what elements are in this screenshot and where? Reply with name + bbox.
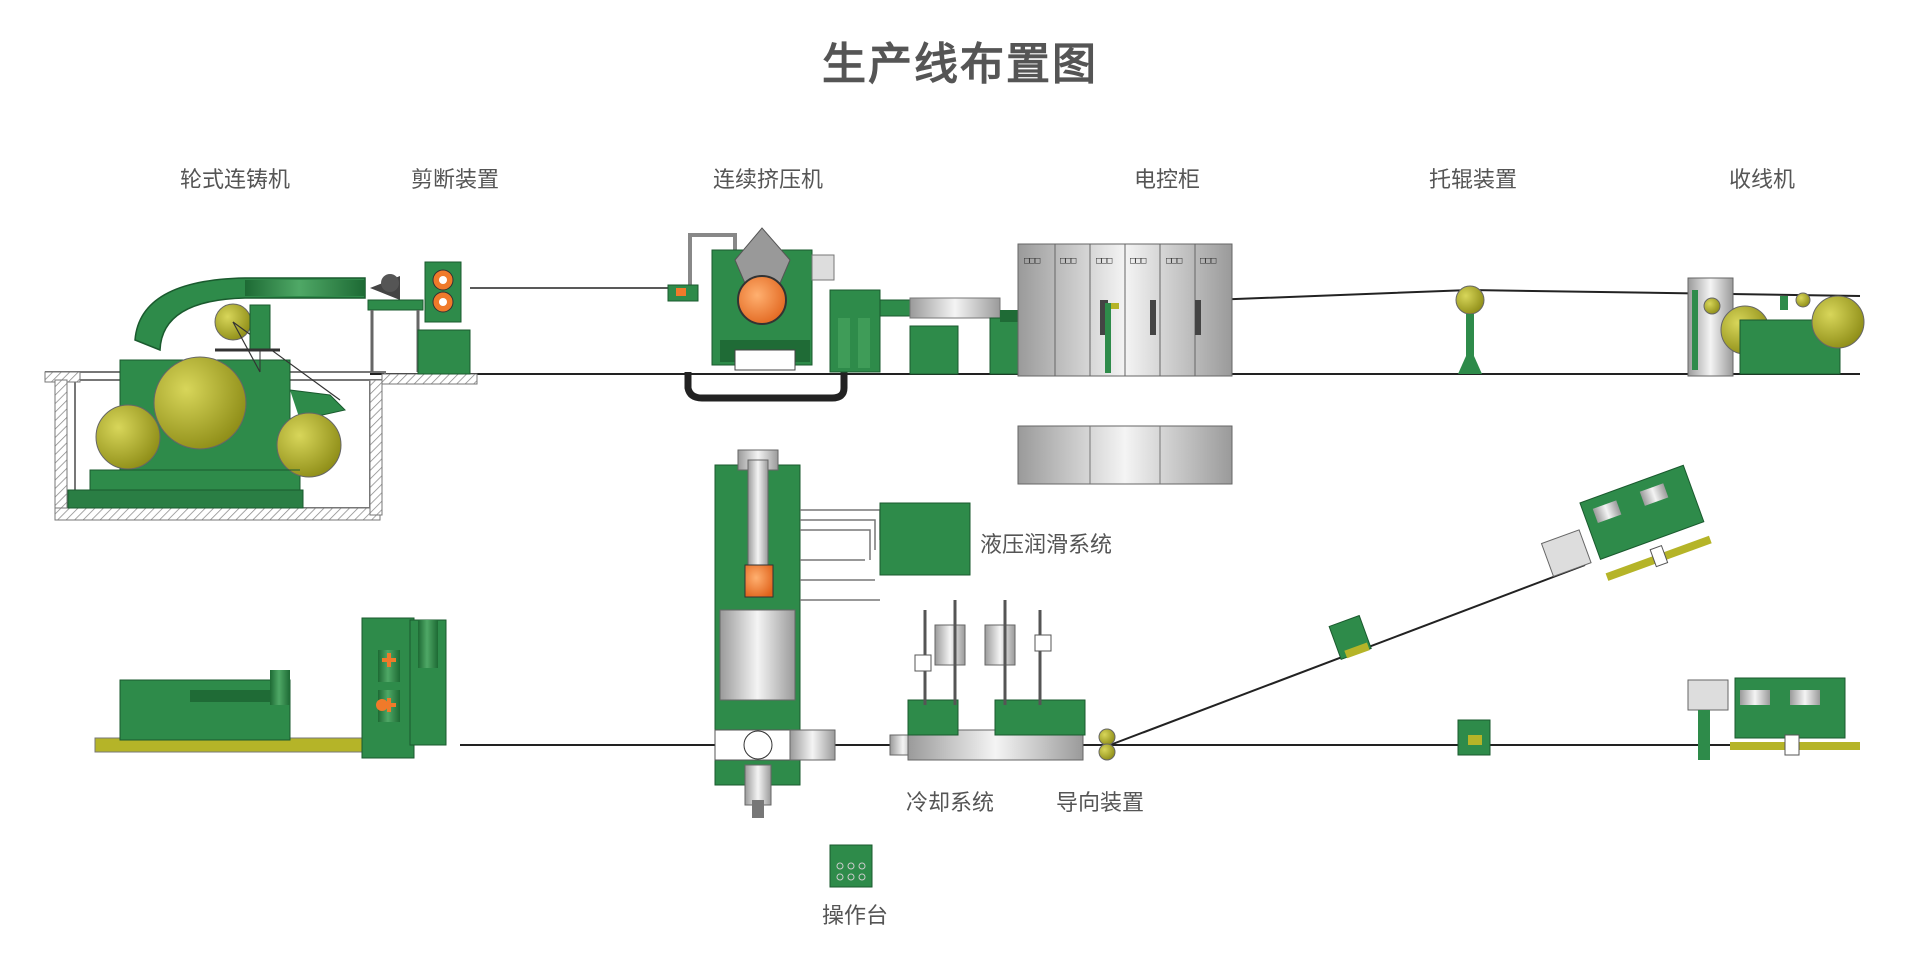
extruder-plan xyxy=(714,449,971,818)
winder-machine xyxy=(1687,277,1865,377)
extruder-machine xyxy=(667,227,917,402)
label-cabinet: 电控柜 xyxy=(1133,168,1201,193)
page-title: 生产线布置图 xyxy=(822,39,1098,90)
console-plan xyxy=(829,844,873,888)
svg-text:□□□: □□□ xyxy=(1166,256,1183,266)
label-hydraulic: 液压润滑系统 xyxy=(980,533,1113,558)
label-console: 操作台 xyxy=(821,904,889,929)
bottom-production-line xyxy=(94,449,1860,888)
svg-text:□□□: □□□ xyxy=(1096,256,1113,266)
label-caster: 轮式连铸机 xyxy=(179,168,291,193)
label-shear: 剪断装置 xyxy=(410,168,500,193)
cooling-plan xyxy=(889,600,1116,761)
shear-device xyxy=(367,261,471,375)
label-roller: 托辊装置 xyxy=(1428,168,1518,193)
label-guide: 导向装置 xyxy=(1055,791,1145,816)
roller-device xyxy=(1455,285,1485,374)
cabinet-top: □□□ □□□ □□□ □□□ □□□ □□□ xyxy=(909,243,1233,377)
label-winder: 收线机 xyxy=(1728,168,1796,193)
inclined-winder xyxy=(1540,464,1712,581)
winder-plan xyxy=(1687,677,1860,760)
cabinet-panel xyxy=(1017,425,1233,485)
caster-machine xyxy=(44,277,478,521)
svg-text:□□□: □□□ xyxy=(1200,256,1217,266)
svg-text:□□□: □□□ xyxy=(1060,256,1077,266)
svg-text:□□□: □□□ xyxy=(1024,256,1041,266)
label-cooling: 冷却系统 xyxy=(905,791,995,816)
caster-plan xyxy=(94,617,447,759)
label-extruder: 连续挤压机 xyxy=(712,168,824,193)
top-production-line: □□□ □□□ □□□ □□□ □□□ □□□ xyxy=(44,227,1865,521)
svg-text:□□□: □□□ xyxy=(1130,256,1147,266)
inclined-roller xyxy=(1328,614,1372,661)
